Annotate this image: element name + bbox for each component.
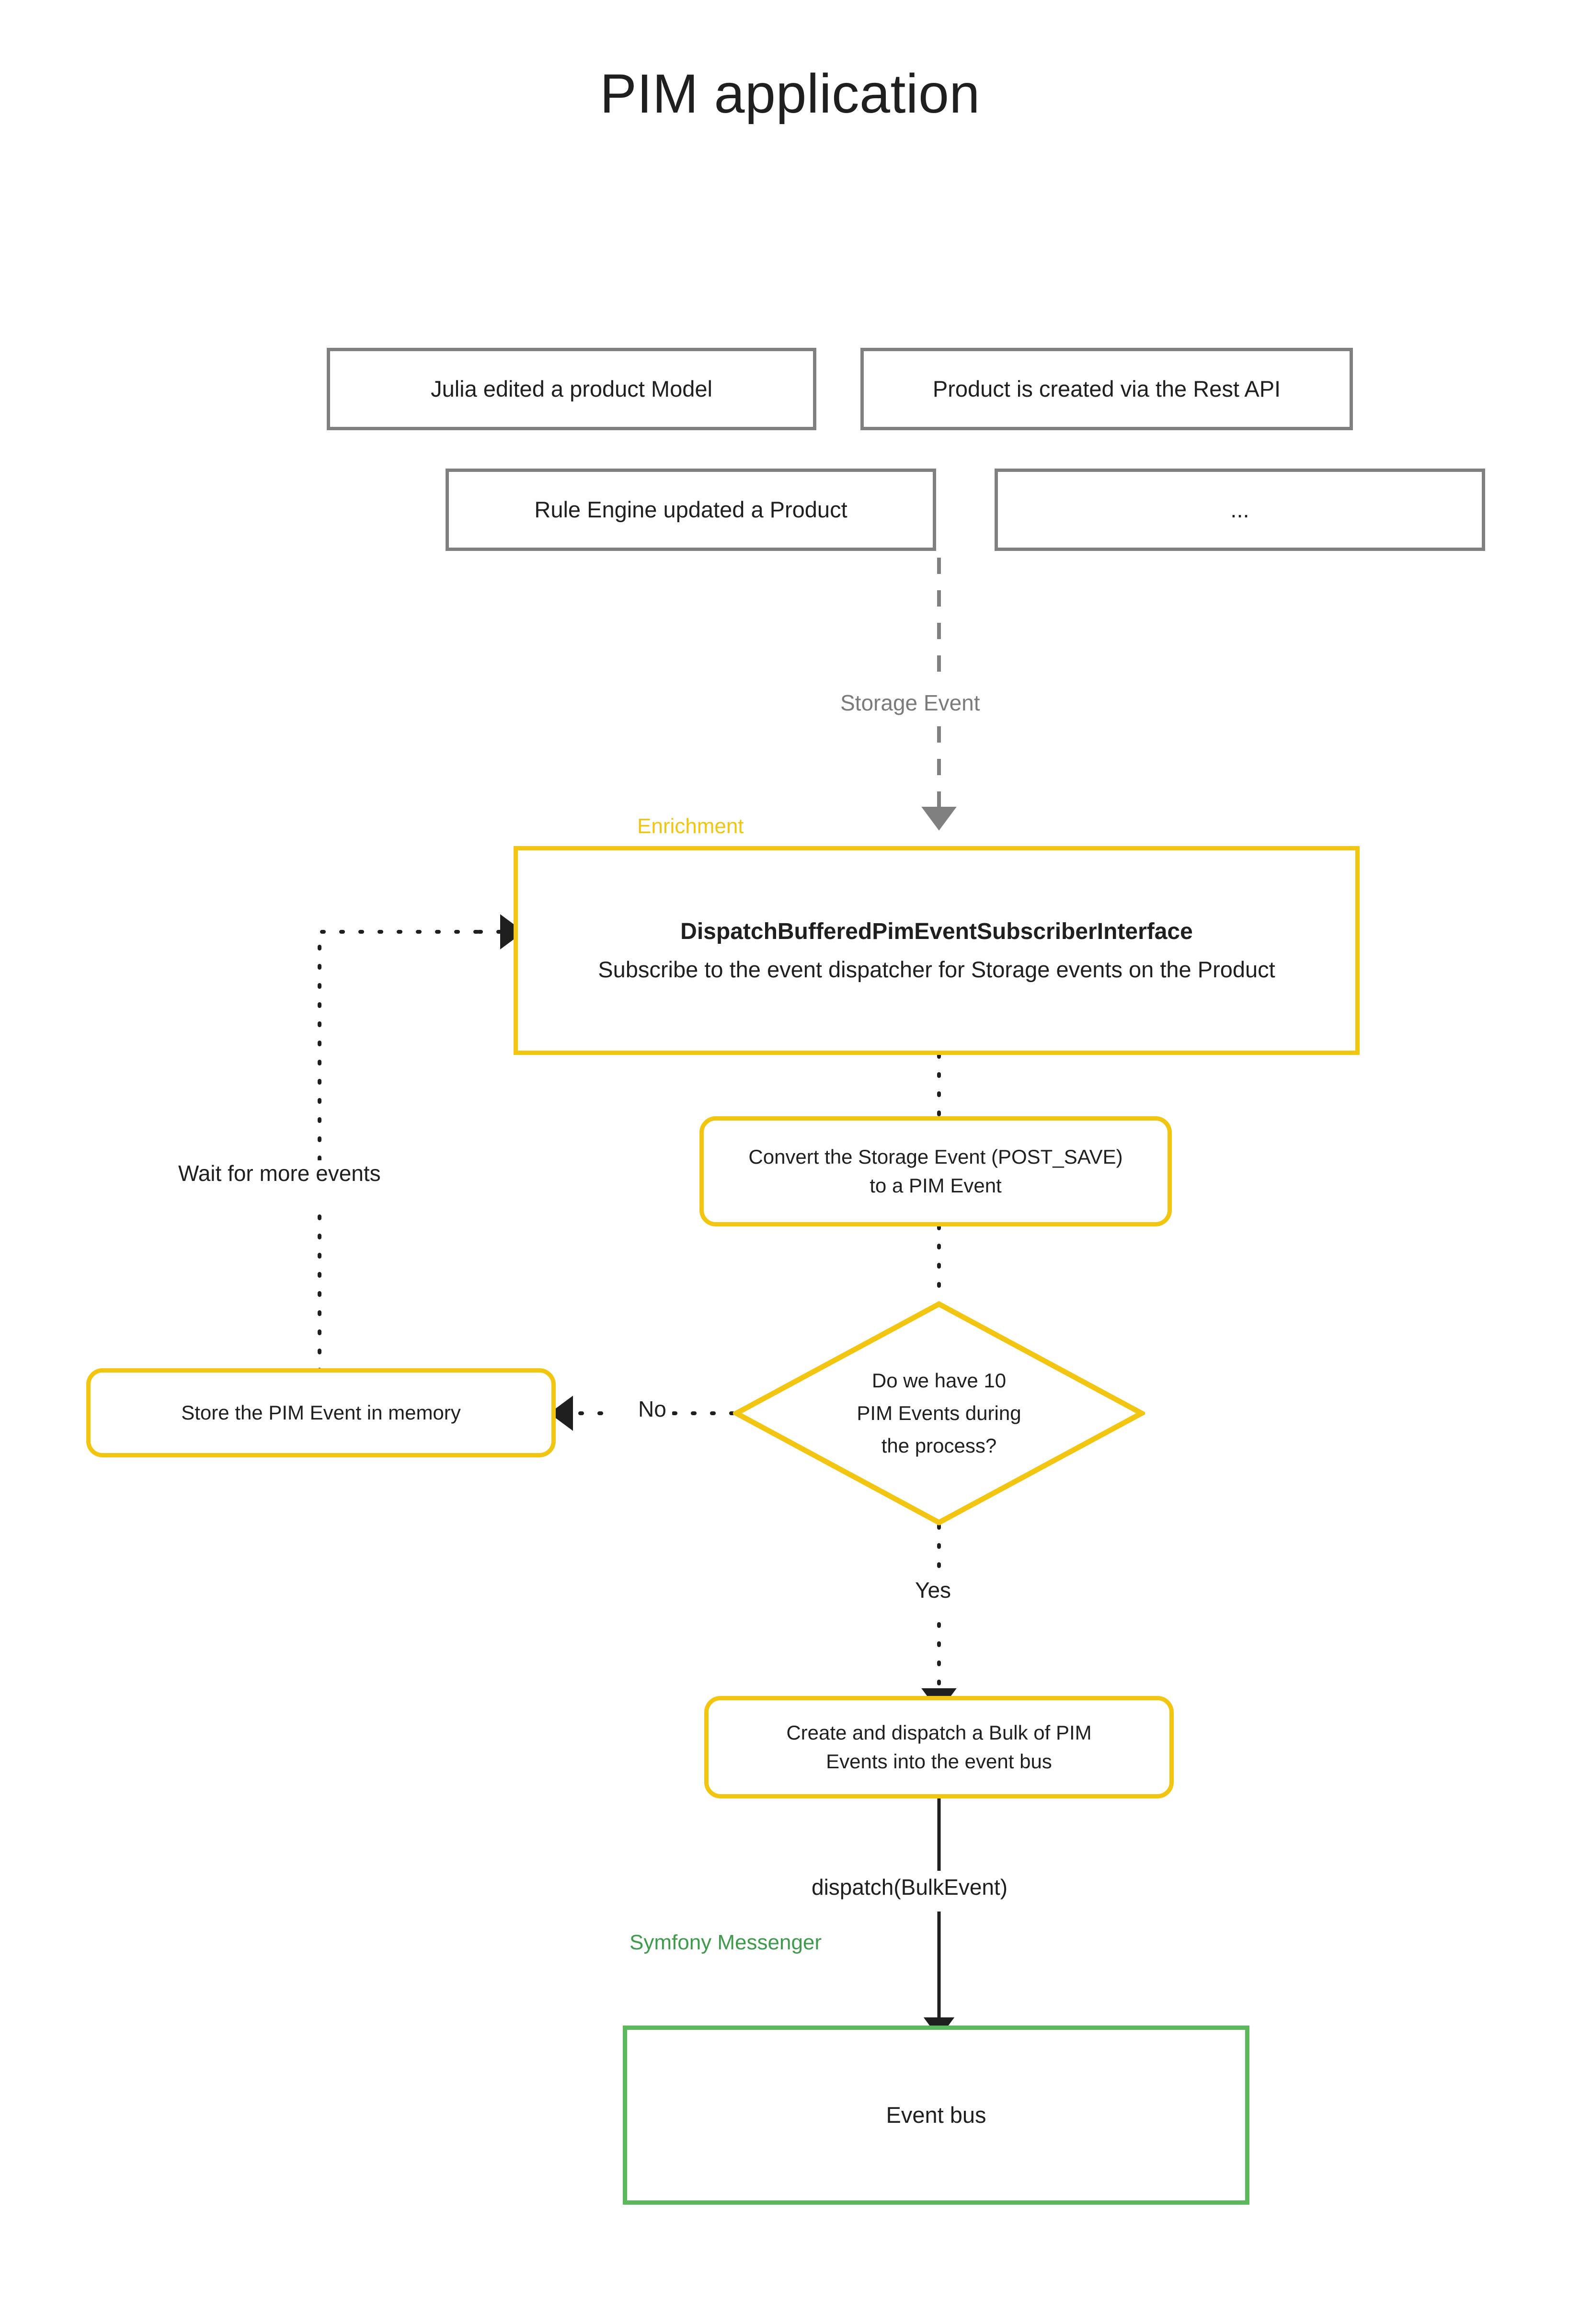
edge-label-wait-for-more-events: Wait for more events [172, 1160, 387, 1186]
node-dispatch-buffered-subscriber[interactable]: DispatchBufferedPimEventSubscriberInterf… [514, 846, 1360, 1055]
node-store-pim-event-label: Store the PIM Event in memory [181, 1401, 461, 1424]
node-convert-storage-event-line2: to a PIM Event [870, 1174, 1002, 1197]
node-create-dispatch-bulk-line1: Create and dispatch a Bulk of PIM [786, 1721, 1092, 1744]
node-event-bus-label: Event bus [886, 2102, 986, 2128]
node-dispatch-buffered-subscriber-title: DispatchBufferedPimEventSubscriberInterf… [680, 918, 1193, 944]
node-store-pim-event[interactable]: Store the PIM Event in memory [86, 1368, 556, 1457]
source-box-julia[interactable]: Julia edited a product Model [327, 348, 816, 430]
node-event-bus[interactable]: Event bus [623, 2026, 1249, 2205]
edge-label-yes: Yes [909, 1577, 957, 1603]
node-create-dispatch-bulk-line2: Events into the event bus [826, 1750, 1052, 1773]
node-decision-ten-events-label: Do we have 10 PIM Events during the proc… [733, 1301, 1145, 1526]
zone-label-enrichment: Enrichment [633, 814, 748, 838]
source-box-julia-label: Julia edited a product Model [431, 376, 712, 401]
source-box-rest-api-label: Product is created via the Rest API [932, 376, 1281, 401]
node-decision-ten-events[interactable]: Do we have 10 PIM Events during the proc… [731, 1301, 1147, 1526]
page-title: PIM application [600, 63, 980, 125]
node-decision-line2: PIM Events during [857, 1401, 1021, 1424]
node-convert-storage-event[interactable]: Convert the Storage Event (POST_SAVE) to… [699, 1116, 1172, 1226]
zone-label-symfony-messenger: Symfony Messenger [626, 1931, 826, 1955]
source-box-more[interactable]: ... [995, 469, 1485, 551]
node-convert-storage-event-line1: Convert the Storage Event (POST_SAVE) [748, 1145, 1123, 1168]
node-create-dispatch-bulk[interactable]: Create and dispatch a Bulk of PIM Events… [704, 1696, 1174, 1798]
source-box-rule-engine[interactable]: Rule Engine updated a Product [446, 469, 936, 551]
node-dispatch-buffered-subscriber-subtitle: Subscribe to the event dispatcher for St… [598, 956, 1275, 982]
node-decision-line1: Do we have 10 [871, 1369, 1007, 1392]
edge-label-dispatch-bulk-event: dispatch(BulkEvent) [806, 1874, 1014, 1900]
node-decision-line3: the process? [881, 1434, 997, 1457]
source-box-rest-api[interactable]: Product is created via the Rest API [860, 348, 1353, 430]
edge-label-storage-event: Storage Event [835, 690, 986, 716]
source-box-more-label: ... [1230, 496, 1249, 522]
decision-diamond-shape [731, 1301, 1147, 1526]
source-box-rule-engine-label: Rule Engine updated a Product [534, 496, 847, 522]
edge-label-no: No [632, 1396, 672, 1422]
